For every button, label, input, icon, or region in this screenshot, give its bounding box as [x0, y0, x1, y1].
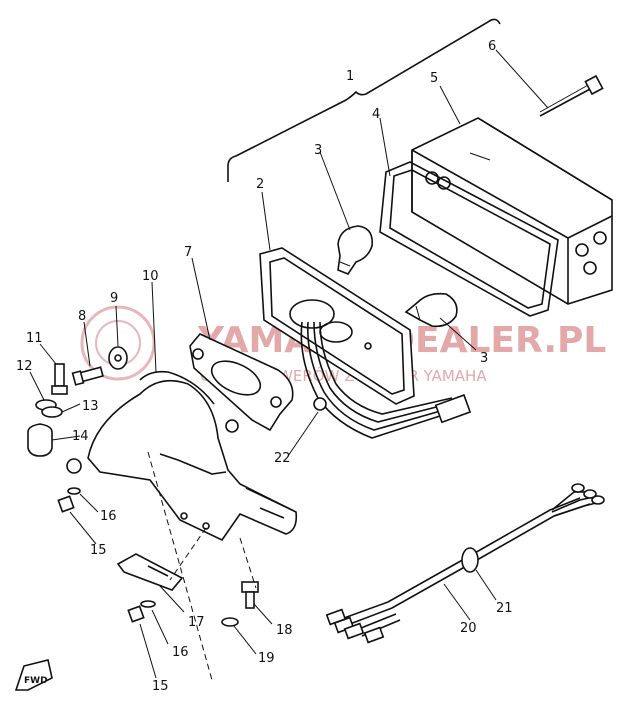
callout-9: 9: [110, 291, 118, 306]
part-5-lens-housing: [411, 117, 613, 305]
part-4-gasket: [379, 161, 559, 317]
part-16-washer-left: [67, 487, 81, 495]
part-2-lamp-base: [259, 247, 415, 405]
lamp-wiring: [300, 321, 472, 439]
callout-15-bottom: 15: [152, 679, 169, 694]
part-14-grommet: [27, 423, 53, 457]
callout-11: 11: [26, 331, 43, 346]
part-15-nut-bottom: [127, 605, 145, 623]
callout-8: 8: [78, 309, 86, 324]
part-18-bolt: [241, 581, 259, 609]
part-11-bolt: [51, 363, 68, 395]
front-marker-label: FWD: [24, 676, 48, 686]
callout-16-bottom: 16: [172, 645, 189, 660]
part-21-grommet: [461, 547, 479, 573]
callout-7: 7: [184, 245, 192, 260]
part-3-bulb-upper: [337, 225, 374, 275]
callout-6: 6: [488, 39, 496, 54]
leader-lines: [29, 49, 549, 679]
part-16-washer-bottom: [140, 600, 156, 608]
callout-16-left: 16: [100, 509, 117, 524]
callout-14: 14: [72, 429, 89, 444]
part-8-bolt: [71, 366, 104, 386]
center-lines: [147, 451, 257, 681]
callout-10: 10: [142, 269, 159, 284]
assembly-bracket: [227, 18, 501, 182]
part-13-collar: [41, 406, 63, 418]
part-9-collar: [108, 346, 128, 370]
front-direction-marker: FWD: [14, 659, 53, 691]
part-19-washer: [221, 617, 239, 627]
callout-20: 20: [460, 621, 477, 636]
part-7-bracket: [189, 333, 294, 432]
callout-22: 22: [274, 451, 291, 466]
callout-13: 13: [82, 399, 99, 414]
callout-18: 18: [276, 623, 293, 638]
part-6-screw: [539, 74, 604, 117]
callout-3-lower: 3: [480, 351, 488, 366]
callout-2: 2: [256, 177, 264, 192]
callout-1: 1: [346, 69, 354, 84]
part-17-license-light: [116, 553, 184, 591]
callout-4: 4: [372, 107, 380, 122]
callout-19: 19: [258, 651, 275, 666]
callout-15-left: 15: [90, 543, 107, 558]
callout-5: 5: [430, 71, 438, 86]
callout-labels: 1 2 3 3 4 5 6 7 8 9 10 11 12 13 14 15 15…: [16, 39, 513, 694]
part-3-bulb-lower: [404, 292, 458, 328]
callout-17: 17: [188, 615, 205, 630]
part-15-nut-left: [57, 495, 75, 513]
callout-21: 21: [496, 601, 513, 616]
callout-3-upper: 3: [314, 143, 322, 158]
part-10-stay: [66, 370, 298, 542]
callout-12: 12: [16, 359, 33, 374]
